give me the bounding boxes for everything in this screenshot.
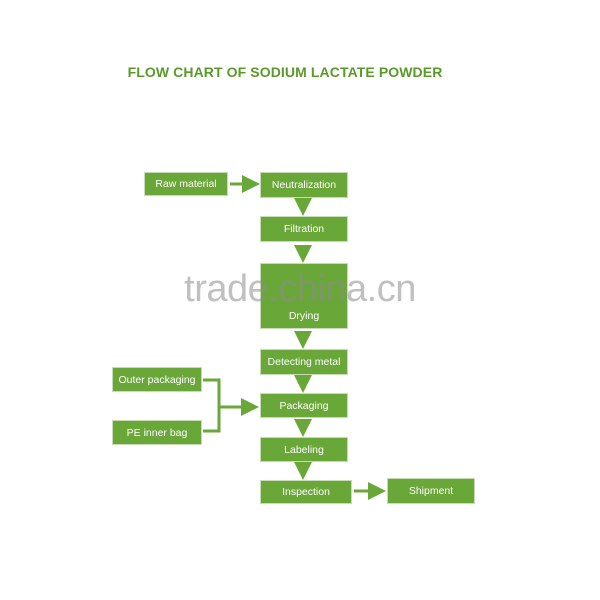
step-labeling: Labeling [260, 437, 348, 462]
step-packaging: Packaging [260, 393, 348, 418]
step-detecting-metal: Detecting metal [260, 349, 348, 375]
step-pe-inner-bag: PE inner bag [112, 420, 202, 445]
chart-title: FLOW CHART OF SODIUM LACTATE POWDER [127, 64, 443, 80]
step-outer-packaging: Outer packaging [112, 367, 202, 392]
bracket-packaging-inputs [203, 378, 221, 433]
step-raw-material: Raw material [144, 172, 228, 196]
step-drying: Drying [260, 263, 348, 329]
step-inspection: Inspection [260, 480, 352, 504]
step-filtration: Filtration [260, 216, 348, 242]
step-neutralization: Neutralization [260, 172, 348, 198]
step-shipment: Shipment [387, 478, 475, 504]
